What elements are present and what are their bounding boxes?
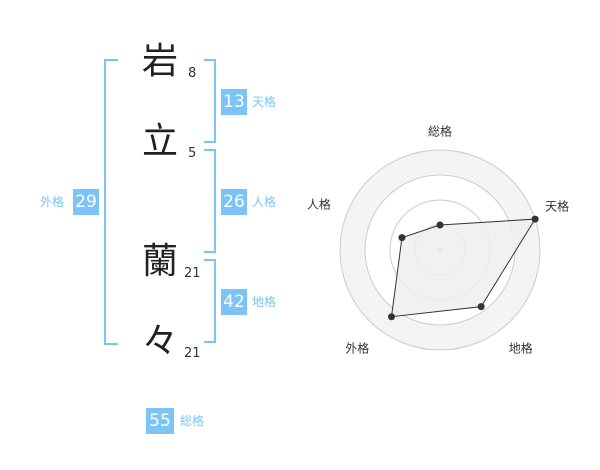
radar-axis-label-4: 外格	[345, 340, 369, 355]
radar-axis-label-3: 地格	[509, 340, 533, 355]
soukaku-label: 総格	[180, 414, 205, 428]
radar-axis-label-1: 総格	[428, 124, 452, 139]
gaikaku-bracket	[104, 59, 118, 345]
tenkaku-value: 13	[221, 89, 247, 115]
name-char-2: 立	[141, 121, 178, 162]
gaikaku-label: 外格	[40, 195, 65, 209]
chikaku-label: 地格	[252, 295, 277, 309]
tenkaku-bracket	[204, 59, 216, 143]
radar-series-polygon	[390, 218, 537, 318]
name-char-3: 蘭	[141, 241, 178, 282]
gaikaku-value: 29	[73, 189, 99, 215]
name-char-1: 岩	[141, 41, 178, 82]
stroke-count-1: 8	[188, 66, 197, 81]
name-char-4: 々	[141, 321, 178, 362]
stroke-count-2: 5	[188, 146, 197, 161]
stroke-count-3: 21	[184, 266, 201, 281]
stroke-count-4: 21	[184, 346, 201, 361]
radar-point-3	[477, 303, 485, 311]
radar-point-1	[436, 221, 444, 229]
jinkaku-label: 人格	[252, 195, 277, 209]
chikaku-value: 42	[221, 289, 247, 315]
radar-point-4	[388, 313, 396, 321]
radar-axis-label-5: 人格	[307, 197, 331, 212]
jinkaku-bracket	[204, 149, 216, 253]
chikaku-bracket	[204, 259, 216, 343]
radar-point-2	[531, 215, 539, 223]
jinkaku-value: 26	[221, 189, 247, 215]
tenkaku-label: 天格	[252, 95, 277, 109]
radar-point-5	[398, 234, 406, 242]
soukaku-value: 55	[146, 408, 174, 434]
radar-axis-label-2: 天格	[545, 199, 569, 214]
